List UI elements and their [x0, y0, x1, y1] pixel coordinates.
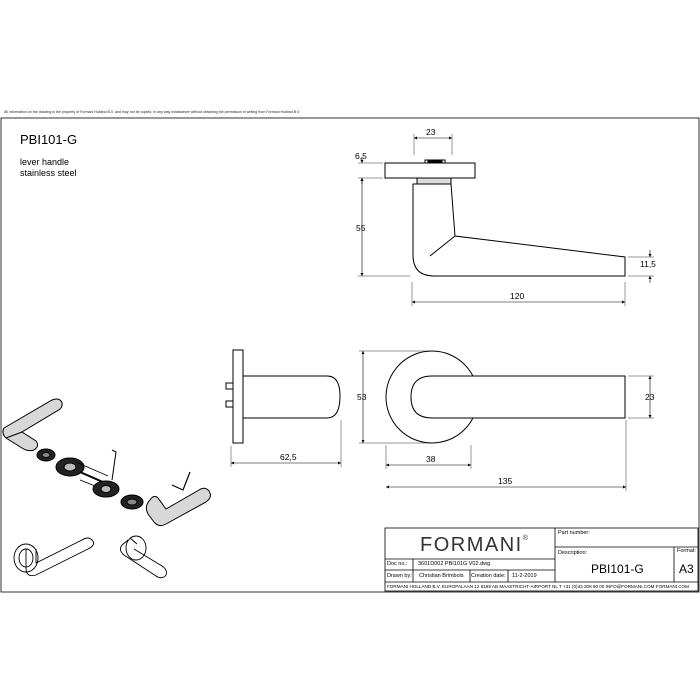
dim-label-total-length: 135: [498, 476, 513, 486]
exploded-lever-top: [2, 398, 63, 452]
dim-label-grip-offset: 38: [426, 454, 436, 464]
dim-label-rose-diameter: 53: [357, 392, 367, 402]
lever-body: [412, 183, 626, 277]
dim-label-grip-diameter: 23: [645, 392, 655, 402]
dim-rose-diameter: [359, 350, 430, 444]
creation-date-label: Creation date:: [471, 573, 506, 579]
drawing-title: PBI101-G: [20, 132, 78, 147]
formani-logo: FORMANI®: [420, 535, 529, 555]
dim-rose-width: [413, 134, 453, 155]
product-material: stainless steel: [20, 168, 77, 178]
format-label: Format:: [677, 548, 696, 554]
dim-label-height: 55: [356, 223, 366, 233]
exploded-view: [2, 398, 211, 527]
side-view: [384, 159, 626, 277]
description-label: Description:: [558, 550, 588, 556]
exploded-lever-bottom: [145, 487, 211, 527]
front-view: [385, 350, 626, 444]
dim-grip-diameter: [628, 375, 654, 419]
dim-label-rose-thickness: 6,5: [355, 151, 367, 161]
dim-height: [358, 178, 410, 277]
dim-label-lever-length: 120: [510, 291, 525, 301]
dim-total-length: [386, 420, 627, 491]
copyright-notice: All information on the drawing is the pr…: [4, 110, 301, 114]
part-number-label: Part number:: [558, 530, 590, 536]
logo-text: FORMANI: [420, 534, 523, 556]
dim-label-rose-width: 23: [426, 127, 436, 137]
format-value: A3: [679, 562, 694, 576]
drawing-frame: [0, 117, 700, 593]
company-footer: FORMANI HOLLAND B.V. EUROPALAAN 12 6199 …: [387, 584, 689, 589]
dim-lever-thickness: [628, 250, 654, 283]
dim-grip-offset: [385, 445, 472, 469]
drawn-by-value: Christian Brimbois: [419, 573, 464, 579]
product-type: lever handle: [20, 157, 70, 167]
perspective-view-2: [119, 535, 167, 579]
profile-view: [225, 349, 341, 444]
creation-date-value: 11-2-2019: [512, 573, 537, 579]
dim-lever-length: [411, 282, 626, 306]
dim-rose-depth: [230, 420, 342, 467]
drawn-by-label: Drawn by:: [387, 573, 412, 579]
logo-registered-mark: ®: [522, 535, 530, 542]
doc-no-label: Doc no.:: [387, 561, 408, 567]
perspective-view-1: [13, 537, 95, 577]
description-value: PBI101-G: [591, 562, 644, 576]
dim-label-lever-thickness: 11,5: [640, 259, 656, 269]
rose-plate: [384, 162, 476, 179]
rose-disc-profile: [232, 349, 244, 444]
title-block: [384, 527, 699, 592]
dim-label-rose-depth: 62,5: [280, 452, 297, 462]
doc-no-value: 3601D002 PBI101G V02.dwg: [418, 561, 491, 567]
